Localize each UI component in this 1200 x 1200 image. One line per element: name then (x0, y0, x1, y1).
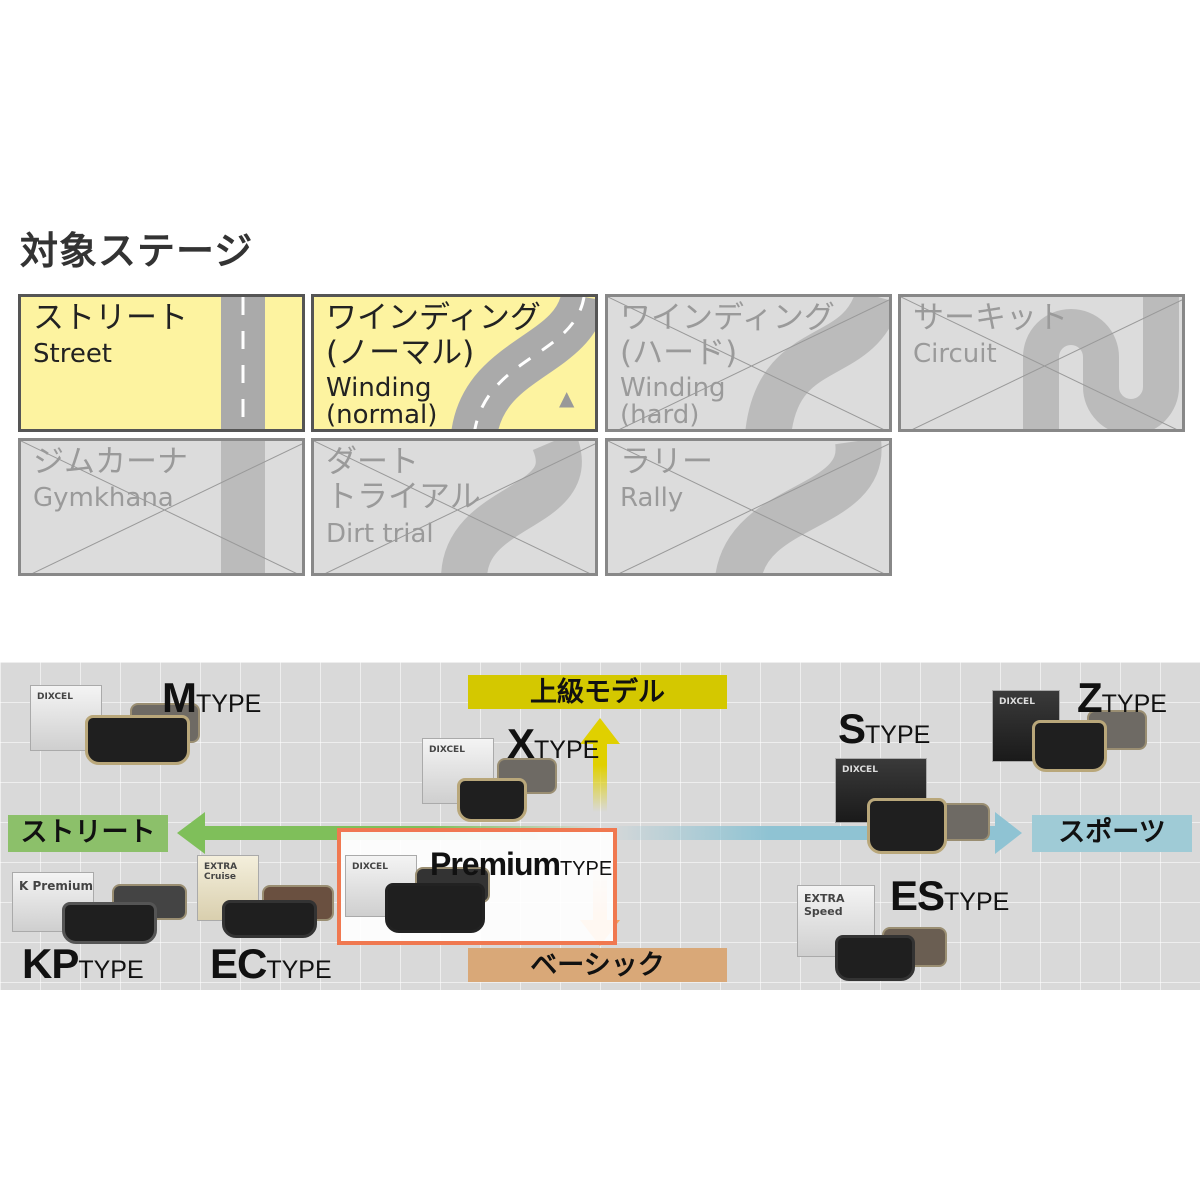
stage-jp: サーキット (913, 300, 1068, 336)
road-illustration (21, 441, 302, 573)
stage-en: Dirt trial (326, 519, 434, 549)
brake-pad (835, 935, 915, 981)
stage-rally: ラリー Rally (605, 438, 892, 576)
road-illustration: ▲ (451, 297, 595, 429)
stage-en: Street (33, 339, 113, 369)
road-illustration (314, 441, 595, 573)
brake-pad (62, 902, 157, 944)
m-type-label: MTYPE (162, 674, 262, 721)
brake-pad (385, 883, 485, 933)
stage-gymkhana: ジムカーナ Gymkhana (18, 438, 305, 576)
kp-type-label: KPTYPE (22, 940, 144, 987)
road-illustration (221, 297, 265, 429)
stage-jp: ジムカーナ (33, 444, 188, 480)
stage-circuit: サーキット Circuit (898, 294, 1185, 432)
stage-jp: ラリー (620, 444, 713, 480)
stage-street: ストリート Street (18, 294, 305, 432)
sports-arrow (600, 812, 1022, 854)
stage-jp: ワインディング (ハード) (620, 300, 835, 371)
sports-label: スポーツ (1032, 815, 1192, 852)
road-illustration (608, 297, 889, 429)
ec-type-label: ECTYPE (210, 940, 332, 987)
brake-pad (1032, 720, 1107, 772)
upper-model-label: 上級モデル (468, 675, 727, 709)
stage-en: Circuit (913, 339, 997, 369)
road-illustration (608, 441, 889, 573)
stage-en: Rally (620, 483, 684, 513)
brake-pad (85, 715, 190, 765)
brake-pad (867, 798, 947, 854)
stage-en: Winding (normal) (326, 373, 438, 430)
section-title: 対象ステージ (20, 229, 254, 273)
stage-en: Gymkhana (33, 483, 174, 513)
road-illustration (901, 297, 1182, 429)
x-type-label: XTYPE (507, 720, 600, 767)
stage-winding-normal: ▲ ワインディング (ノーマル) Winding (normal) (311, 294, 598, 432)
es-type-label: ESTYPE (890, 872, 1010, 919)
upper-arrow (580, 718, 620, 812)
z-type-label: ZTYPE (1077, 674, 1167, 721)
premium-type-label: PremiumTYPE (430, 846, 613, 882)
stage-jp: ストリート (33, 300, 188, 336)
stage-jp: ダート トライアル (326, 444, 481, 515)
stage-dirt-trial: ダート トライアル Dirt trial (311, 438, 598, 576)
basic-label: ベーシック (468, 948, 727, 982)
brake-pad (222, 900, 317, 938)
stage-en: Winding (hard) (620, 373, 726, 430)
s-type-label: STYPE (838, 705, 931, 752)
stage-jp: ワインディング (ノーマル) (326, 300, 541, 371)
stage-winding-hard: ワインディング (ハード) Winding (hard) (605, 294, 892, 432)
svg-text:▲: ▲ (559, 386, 575, 410)
street-label: ストリート (8, 815, 168, 852)
brake-pad (457, 778, 527, 822)
